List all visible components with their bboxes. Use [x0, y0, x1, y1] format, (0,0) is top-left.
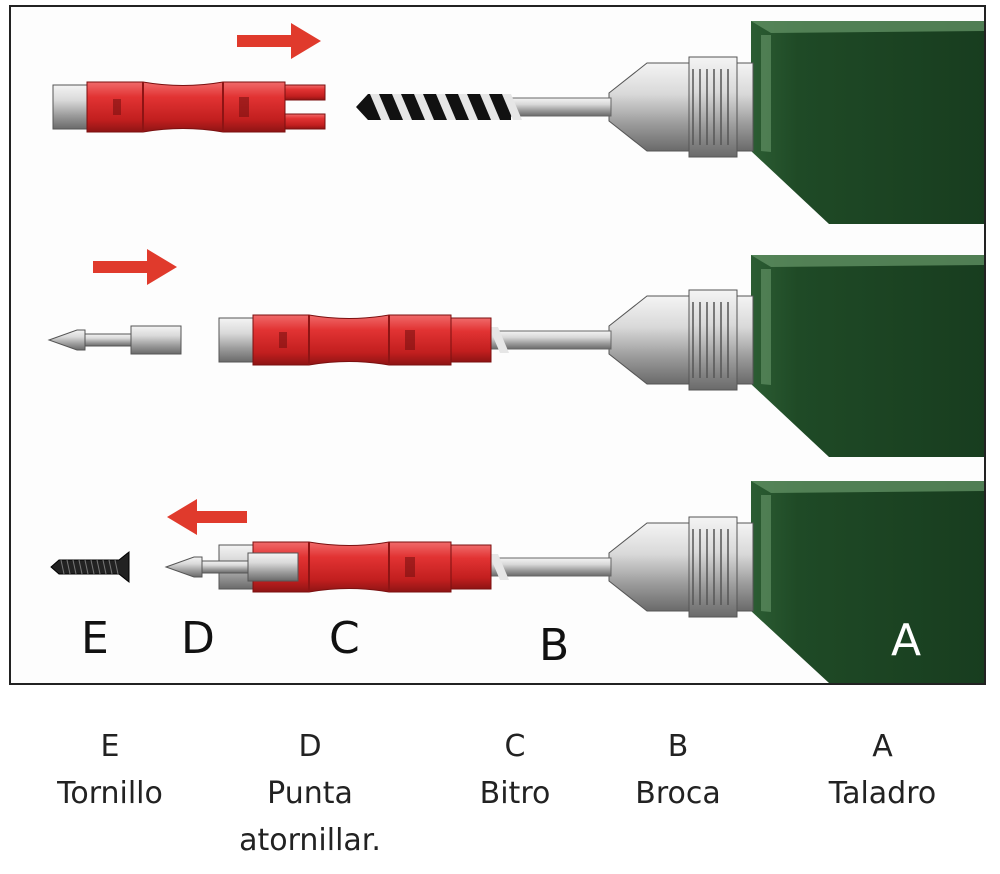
drill-body: [751, 255, 984, 457]
screw-thread: [102, 559, 107, 575]
bitro-marking: [239, 97, 249, 117]
screw-thread: [114, 559, 119, 575]
label-c: C: [329, 613, 360, 664]
drill-body: [751, 21, 984, 224]
bitro-marking: [279, 332, 287, 348]
screwdriver-hex: [130, 325, 182, 355]
screwdriver-shaft: [84, 333, 132, 347]
label-a: A: [891, 615, 922, 666]
chuck-knurl: [692, 69, 734, 145]
bitro-body: [252, 314, 452, 366]
bitro-marking: [113, 99, 121, 115]
drill-edge: [761, 495, 771, 612]
chuck-cone: [608, 522, 702, 612]
bitro-marking: [405, 330, 415, 350]
screwdriver-hex: [247, 552, 299, 582]
legend-item-d: D Punta atornillar.: [225, 723, 395, 864]
legend-item-c: C Bitro: [455, 723, 575, 817]
drill-assembly-illustration: [47, 21, 984, 683]
chuck-knurl: [692, 529, 734, 605]
drill-bit-spiral: [436, 94, 456, 120]
chuck-ring: [736, 295, 754, 385]
legend-item-a: A Taladro: [810, 723, 955, 817]
screwdriver-tip: [47, 329, 86, 351]
legend-name: Taladro: [828, 776, 937, 811]
drill-edge: [761, 269, 771, 385]
screw-thread: [84, 559, 89, 575]
screw-thread: [96, 559, 101, 575]
screw: [50, 550, 130, 584]
bitro-body: [252, 541, 452, 593]
chuck-cone: [608, 62, 702, 152]
screwdriver-tip: [164, 556, 203, 578]
bitro-nose: [450, 544, 492, 590]
drill-bit-spiral: [489, 327, 509, 353]
drill-bit-spiral: [370, 94, 390, 120]
drill-highlight: [751, 481, 984, 493]
legend-letter: A: [872, 729, 893, 764]
screw-thread: [72, 559, 77, 575]
screw-thread: [66, 559, 71, 575]
drill-bit-spiral: [480, 94, 500, 120]
label-e: E: [81, 613, 109, 664]
screw-thread: [78, 559, 83, 575]
direction-arrow-icon: [93, 249, 177, 285]
chuck-ring: [736, 62, 754, 152]
label-d: D: [181, 613, 215, 664]
drill-highlight: [751, 21, 984, 33]
chuck-knurl: [692, 302, 734, 378]
bitro-body: [86, 81, 286, 133]
screw-thread: [60, 559, 65, 575]
bitro-nose-top: [284, 84, 326, 101]
legend-name: Tornillo: [57, 776, 163, 811]
direction-arrow-icon: [167, 499, 247, 535]
chuck-cone: [608, 295, 702, 385]
drill-highlight: [751, 255, 984, 267]
drill-bit-spiral: [502, 94, 522, 120]
legend-name: Broca: [635, 776, 721, 811]
row-2: [47, 255, 984, 457]
bitro-marking: [405, 557, 415, 577]
screw-thread: [108, 559, 113, 575]
legend-letter: C: [504, 729, 526, 764]
row-1: [52, 21, 984, 224]
bitro-nose-bottom: [284, 113, 326, 130]
bitro-end: [218, 317, 256, 363]
legend-name: Bitro: [479, 776, 551, 811]
screwdriver-shaft: [201, 560, 249, 574]
label-b: B: [539, 620, 570, 671]
diagram-frame: E D C B A: [9, 5, 986, 685]
legend-letter: E: [100, 729, 120, 764]
legend-letter: D: [298, 729, 322, 764]
direction-arrow-icon: [237, 23, 321, 59]
row-3: [50, 481, 984, 683]
drill-bit-spiral: [414, 94, 434, 120]
legend-item-e: E Tornillo: [40, 723, 180, 817]
drill-bit-spiral: [392, 94, 412, 120]
legend-name: Punta atornillar.: [239, 776, 381, 858]
chuck-ring: [736, 522, 754, 612]
screw-thread: [90, 559, 95, 575]
legend-letter: B: [667, 729, 689, 764]
bitro-end: [52, 84, 90, 130]
legend-item-b: B Broca: [618, 723, 738, 817]
bitro-nose: [450, 317, 492, 363]
drill-bit-spiral: [489, 554, 509, 580]
drill-edge: [761, 35, 771, 152]
drill-body: [751, 481, 984, 683]
drill-bit-spiral: [458, 94, 478, 120]
